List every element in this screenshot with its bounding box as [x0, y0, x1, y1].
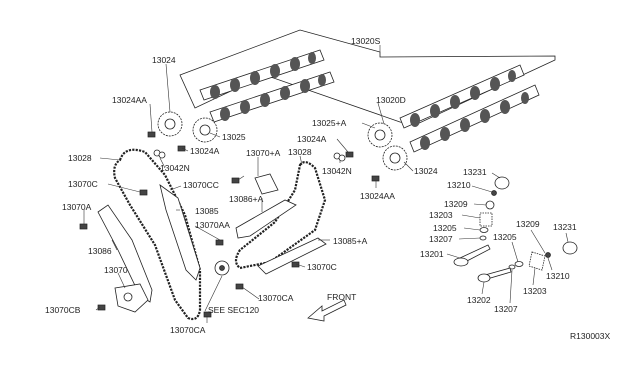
right-camshaft-lower	[409, 84, 540, 153]
label-13025: 13025	[222, 132, 246, 142]
label-13020D: 13020D	[376, 95, 406, 105]
label-13205-b: 13205	[493, 232, 517, 242]
leader-lines	[83, 45, 569, 323]
label-13042N-left: 13042N	[160, 163, 190, 173]
label-13024A-left: 13024A	[190, 146, 220, 156]
label-13209-b: 13209	[516, 219, 540, 229]
right-sprocket-13024	[382, 145, 408, 171]
label-13207-b: 13207	[494, 304, 518, 314]
label-13070A: 13070A	[62, 202, 92, 212]
label-13070: 13070	[104, 265, 128, 275]
right-chain-guide	[257, 237, 327, 275]
left-sprocket-13024	[157, 111, 183, 137]
left-camshaft-upper	[199, 49, 325, 101]
label-13231-b: 13231	[553, 222, 577, 232]
label-13210-a: 13210	[447, 180, 471, 190]
label-13070CC: 13070CC	[183, 180, 219, 190]
label-see-sec120: SEE SEC120	[208, 305, 259, 315]
label-front: FRONT	[327, 292, 356, 302]
label-13207-a: 13207	[429, 234, 453, 244]
tension-guide-13086	[97, 204, 153, 303]
valve-parts-lower	[477, 241, 578, 283]
label-13231-a: 13231	[463, 167, 487, 177]
label-13024-right: 13024	[414, 166, 438, 176]
label-13085A: 13085+A	[333, 236, 368, 246]
label-13209-a: 13209	[444, 199, 468, 209]
label-13024AA-right: 13024AA	[360, 191, 395, 201]
label-13024-left: 13024	[152, 55, 176, 65]
left-chain-guide	[159, 184, 201, 281]
label-13070CA-bottom: 13070CA	[170, 325, 206, 335]
label-13070CA-mid: 13070CA	[258, 293, 294, 303]
front-arrow-icon	[307, 299, 347, 322]
label-13070A-top: 13070+A	[246, 148, 281, 158]
label-13070AA: 13070AA	[195, 220, 230, 230]
label-13086A: 13086+A	[229, 194, 264, 204]
label-13085: 13085	[195, 206, 219, 216]
label-13202: 13202	[467, 295, 491, 305]
label-13024AA-left: 13024AA	[112, 95, 147, 105]
left-timing-chain	[113, 148, 202, 321]
label-13028-left: 13028	[68, 153, 92, 163]
label-13020S: 13020S	[351, 36, 381, 46]
label-13205-a: 13205	[433, 223, 457, 233]
left-camshaft-lower	[209, 71, 335, 123]
crank-sprocket	[214, 260, 230, 276]
left-sprocket-13025	[192, 117, 218, 143]
label-13042N-right: 13042N	[322, 166, 352, 176]
tensioner-13070CC	[254, 173, 279, 195]
right-sprocket-13025A	[367, 122, 393, 148]
valve-parts-upper	[453, 176, 510, 267]
label-13070C-left: 13070C	[68, 179, 98, 189]
label-13024A-right: 13024A	[297, 134, 327, 144]
chain-tensioner-13070	[114, 283, 149, 313]
right-timing-chain	[234, 161, 327, 270]
label-13028-right: 13028	[288, 147, 312, 157]
washers	[153, 149, 346, 162]
label-13203-a: 13203	[429, 210, 453, 220]
label-13086: 13086	[88, 246, 112, 256]
label-13210-b: 13210	[546, 271, 570, 281]
label-13070CB: 13070CB	[45, 305, 81, 315]
label-13070C-right: 13070C	[307, 262, 337, 272]
label-13025A: 13025+A	[312, 118, 347, 128]
right-camshaft-upper	[399, 64, 525, 129]
label-13201: 13201	[420, 249, 444, 259]
label-13203-b: 13203	[523, 286, 547, 296]
part-labels: 13020S 13024 13024AA 13025 13024A 13042N…	[45, 36, 611, 341]
right-tension-guide	[235, 199, 297, 239]
diagram-reference: R130003X	[570, 331, 611, 341]
